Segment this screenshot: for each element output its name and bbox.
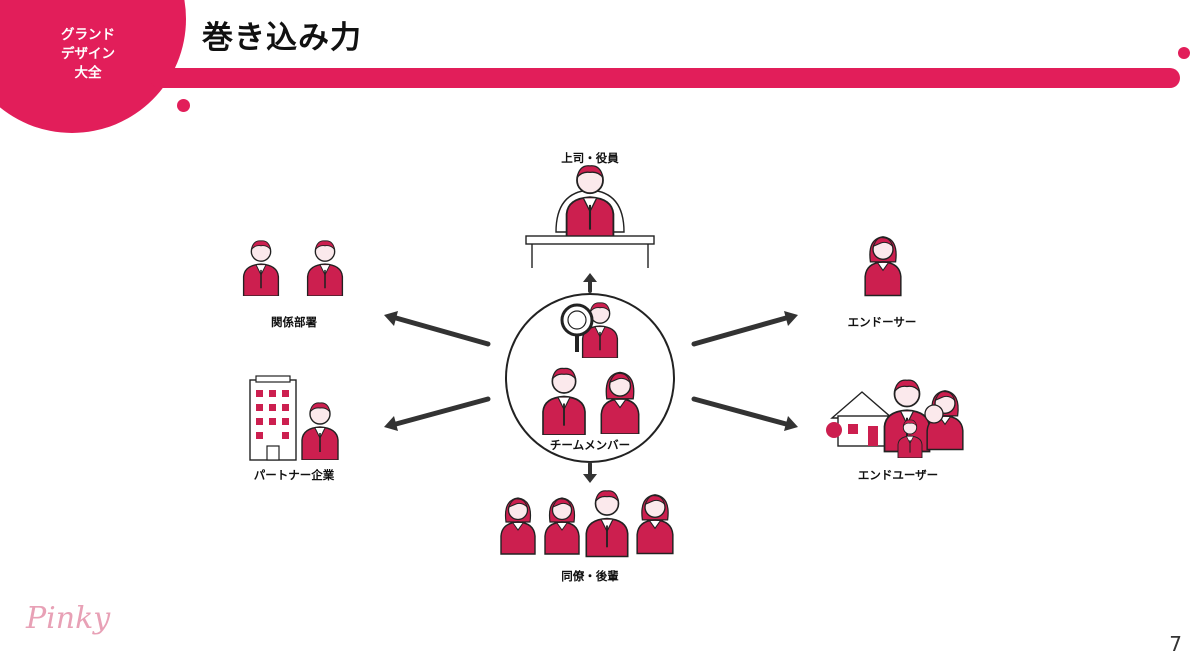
node-label-boss: 上司・役員 (561, 151, 619, 165)
pinky-logo: Pinky (25, 601, 111, 636)
page-number: 7 (1169, 632, 1182, 656)
accent-dot (177, 99, 190, 112)
node-label-departments: 関係部署 (271, 315, 317, 329)
node-label-endorser: エンドーサー (847, 315, 917, 329)
accent-dot (1178, 47, 1190, 59)
logo-text: Pinky (25, 601, 111, 636)
page-title: 巻き込み力 (202, 20, 362, 56)
center-label: チームメンバー (549, 438, 631, 452)
building-illustration (249, 375, 297, 461)
section-badge: グランド デザイン 大全 (61, 27, 115, 81)
boss-illustration (525, 164, 655, 268)
house-illustration (826, 391, 894, 447)
node-label-endusers: エンドユーザー (857, 468, 939, 482)
node-label-peers: 同僚・後輩 (561, 569, 619, 583)
header-bar (150, 68, 1180, 88)
node-label-partners: パートナー企業 (253, 468, 335, 482)
